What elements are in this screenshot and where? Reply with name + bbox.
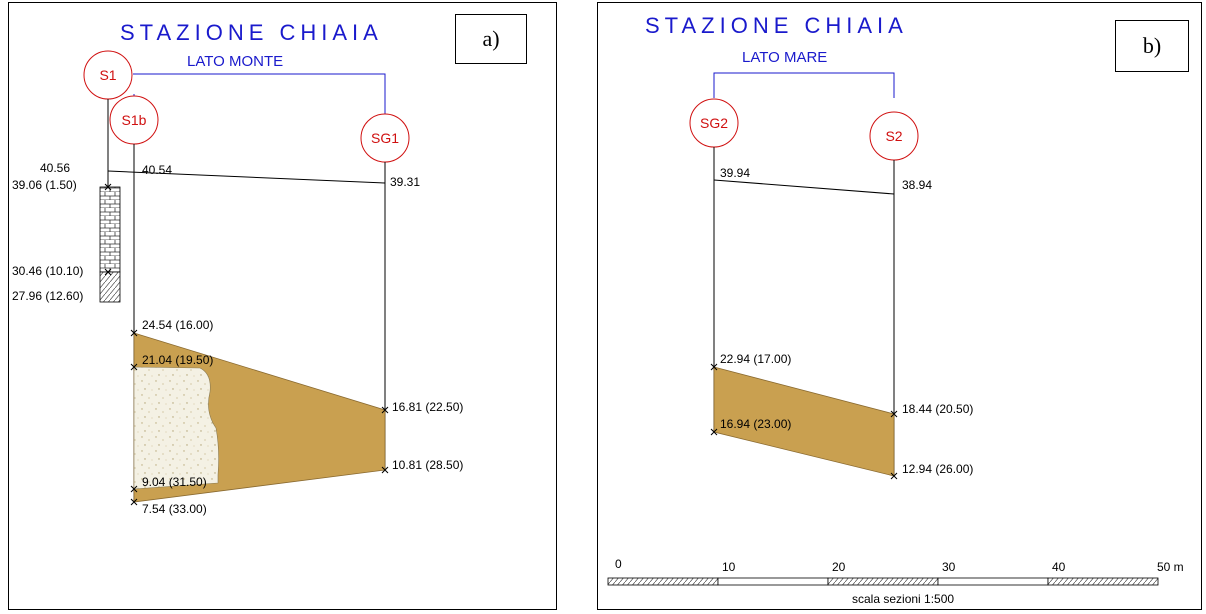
- panel-a-label: a): [455, 14, 527, 64]
- s1-lower-layer: [99, 271, 121, 303]
- scale-tick-20: 20: [832, 560, 846, 574]
- scale-tick-40: 40: [1052, 560, 1066, 574]
- elev-sg2-top: 39.94: [720, 166, 750, 180]
- elev-sg2-layer-bottom: 16.94 (23.00): [720, 417, 791, 431]
- elev-s1-wall-bottom: 30.46 (10.10): [12, 264, 83, 278]
- elev-s2-layer-top: 18.44 (20.50): [902, 402, 973, 416]
- elev-s2-layer-bottom: 12.94 (26.00): [902, 462, 973, 476]
- panel-a-tick-marks: [104, 183, 389, 506]
- panel-b-title: STAZIONE CHIAIA: [645, 13, 908, 38]
- borehole-s1-label: S1: [99, 67, 116, 83]
- scale-bar-segment: [1047, 577, 1159, 586]
- elev-s1b-layer-top: 24.54 (16.00): [142, 318, 213, 332]
- panel-b-drawing: STAZIONE CHIAIA LATO MARE SG2 S2 39.94 3…: [607, 13, 1184, 606]
- panel-a-tuff-lens: [133, 366, 219, 490]
- scale-bar-segment: [607, 577, 719, 586]
- panel-b: [597, 2, 1202, 610]
- scale-bar-segment: [717, 577, 829, 586]
- panel-b-tick-marks: [710, 363, 898, 480]
- panel-a-connector: [133, 73, 386, 115]
- panel-a-subtitle: LATO MONTE: [187, 53, 283, 70]
- panel-b-subtitle: LATO MARE: [742, 49, 827, 66]
- elev-s1b-top: 40.54: [142, 163, 172, 177]
- scale-caption: scala sezioni 1:500: [852, 592, 954, 606]
- scale-tick-0: 0: [615, 557, 622, 571]
- elev-s1b-tuff-bottom: 9.04 (31.50): [142, 475, 207, 489]
- borehole-s2-label: S2: [885, 128, 902, 144]
- elev-s1-top: 40.56: [40, 161, 70, 175]
- panel-a-ground-line: [107, 170, 386, 184]
- scale-bar-segment: [937, 577, 1049, 586]
- scale-bar-segment: [827, 577, 939, 586]
- elev-s1b-tuff-top: 21.04 (19.50): [142, 353, 213, 367]
- elev-s1-end: 27.96 (12.60): [12, 289, 83, 303]
- panel-a: [8, 2, 557, 610]
- elev-sg1-layer-bottom: 10.81 (28.50): [392, 458, 463, 472]
- elev-s1b-end: 7.54 (33.00): [142, 502, 207, 516]
- elev-s1-wall-top: 39.06 (1.50): [12, 178, 77, 192]
- scale-tick-10: 10: [722, 560, 736, 574]
- scale-tick-30: 30: [942, 560, 956, 574]
- elev-s2-top: 38.94: [902, 178, 932, 192]
- scale-bar: 0 10 20 30 40 50 m scala sezioni 1:500: [607, 557, 1184, 606]
- s1-masonry-layer: [99, 186, 121, 273]
- panel-b-label: b): [1115, 20, 1189, 72]
- borehole-sg2-label: SG2: [700, 115, 728, 131]
- elev-sg2-layer-top: 22.94 (17.00): [720, 352, 791, 366]
- scale-tick-50: 50 m: [1157, 560, 1184, 574]
- panel-b-connector: [713, 72, 895, 98]
- elev-sg1-top: 39.31: [390, 175, 420, 189]
- panel-a-title: STAZIONE CHIAIA: [120, 20, 383, 45]
- elev-sg1-layer-top: 16.81 (22.50): [392, 400, 463, 414]
- borehole-sg1-label: SG1: [371, 130, 399, 146]
- borehole-s1b-label: S1b: [122, 112, 147, 128]
- panel-a-drawing: STAZIONE CHIAIA LATO MONTE S1 S1b SG1: [12, 20, 463, 516]
- panel-b-ground-line: [713, 179, 895, 195]
